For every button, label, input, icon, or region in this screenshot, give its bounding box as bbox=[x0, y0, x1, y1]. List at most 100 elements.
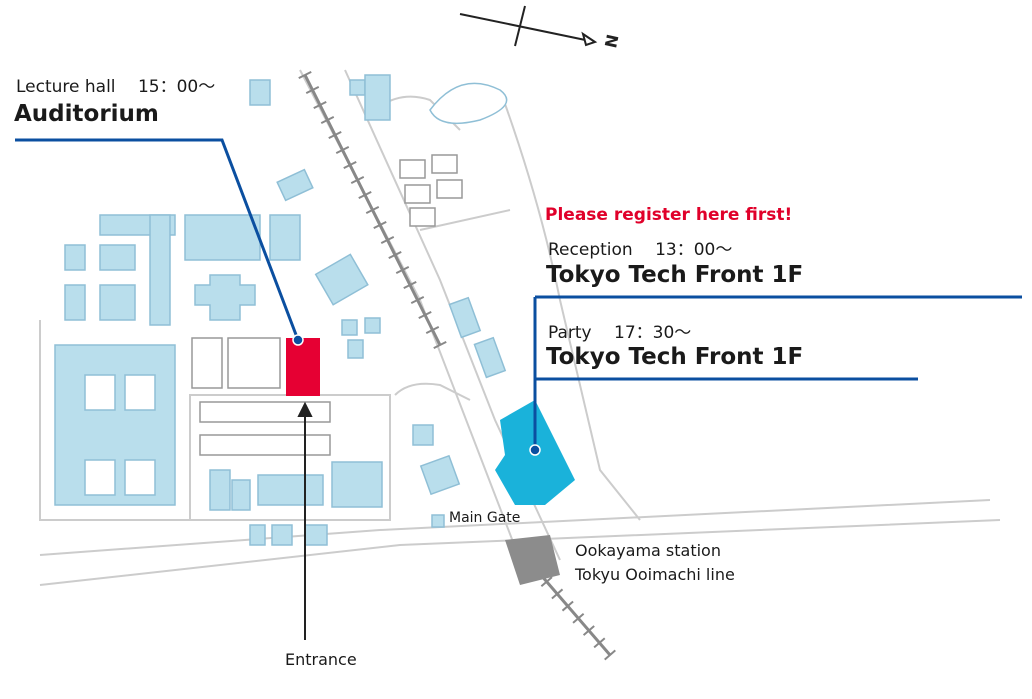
seating-block bbox=[191, 337, 223, 389]
building bbox=[419, 454, 461, 496]
roads bbox=[39, 69, 1001, 586]
railway-tie bbox=[313, 100, 327, 110]
railway-tie bbox=[350, 175, 365, 185]
railway-tie bbox=[551, 588, 564, 600]
railway-tie bbox=[335, 145, 350, 155]
building bbox=[64, 244, 86, 271]
building bbox=[341, 319, 358, 336]
station-name-label: Ookayama station bbox=[575, 541, 721, 560]
seating-block bbox=[199, 434, 331, 456]
building bbox=[347, 339, 364, 359]
compass-arrowhead bbox=[581, 31, 598, 47]
railway-tie bbox=[380, 235, 395, 245]
railway-tie bbox=[298, 70, 312, 80]
building bbox=[149, 214, 171, 326]
auditorium-name: Auditorium bbox=[14, 101, 159, 127]
building bbox=[209, 469, 231, 511]
railway-tie bbox=[425, 325, 440, 335]
reception-time-label: Reception 13：00～ bbox=[548, 240, 733, 260]
building bbox=[249, 524, 266, 546]
building bbox=[473, 336, 507, 379]
building bbox=[257, 474, 324, 506]
road-outline bbox=[39, 519, 1001, 586]
building bbox=[99, 244, 136, 271]
building bbox=[304, 524, 328, 546]
court bbox=[436, 179, 463, 199]
railway-tie bbox=[365, 205, 380, 215]
railway-tie bbox=[305, 85, 320, 95]
auditorium-time-label: Lecture hall 15：00～ bbox=[16, 77, 216, 97]
building bbox=[269, 214, 301, 261]
railway-tie bbox=[373, 220, 387, 230]
seating-block bbox=[199, 401, 331, 423]
stadium-seating bbox=[191, 337, 331, 456]
building bbox=[448, 296, 482, 339]
building bbox=[271, 524, 293, 546]
auditorium-building bbox=[286, 338, 320, 396]
railway-tie bbox=[343, 160, 357, 170]
road-outline bbox=[39, 320, 190, 521]
building bbox=[64, 284, 86, 321]
entrance-arrow bbox=[297, 401, 313, 640]
entrance-label: Entrance bbox=[285, 650, 357, 669]
building bbox=[364, 317, 381, 334]
building bbox=[364, 74, 391, 121]
building bbox=[276, 168, 314, 202]
building bbox=[124, 374, 156, 411]
road-outline bbox=[394, 382, 471, 401]
seating-block bbox=[227, 337, 281, 389]
compass-north-label: N bbox=[601, 33, 622, 50]
building bbox=[349, 79, 366, 96]
railway-tie bbox=[358, 190, 372, 200]
court bbox=[404, 184, 431, 204]
railway-tie bbox=[604, 649, 616, 661]
reception-leader bbox=[533, 295, 1022, 448]
building bbox=[84, 459, 116, 496]
compass bbox=[459, 5, 598, 47]
court bbox=[431, 154, 458, 174]
railway-tie bbox=[418, 310, 432, 320]
tennis-courts bbox=[399, 154, 463, 227]
auditorium-dot bbox=[292, 334, 304, 346]
railway-tie bbox=[388, 250, 402, 260]
compass-axis bbox=[459, 13, 596, 43]
building bbox=[99, 284, 136, 321]
front-dot bbox=[529, 444, 541, 456]
reception-location: Tokyo Tech Front 1F bbox=[546, 262, 804, 288]
building bbox=[412, 424, 434, 446]
court bbox=[409, 207, 436, 227]
railway-tie bbox=[410, 295, 425, 305]
railway-tie bbox=[320, 115, 335, 125]
railway-tie bbox=[395, 265, 410, 275]
building bbox=[194, 274, 256, 321]
party-time-label: Party 17：30～ bbox=[548, 323, 692, 343]
railway-tie bbox=[572, 613, 585, 624]
road-outline bbox=[189, 394, 391, 521]
main-gate-box bbox=[431, 514, 445, 528]
railway-tie bbox=[433, 340, 447, 350]
building bbox=[249, 79, 271, 106]
entrance-arrow-head bbox=[297, 401, 313, 417]
building bbox=[84, 374, 116, 411]
leader-lines bbox=[15, 138, 1022, 448]
road-outline bbox=[39, 499, 991, 556]
court bbox=[399, 159, 426, 179]
railway-tie bbox=[561, 600, 574, 612]
railway-tie bbox=[403, 280, 417, 290]
party-location: Tokyo Tech Front 1F bbox=[546, 344, 804, 370]
railway-tie bbox=[328, 130, 342, 140]
railway-tie bbox=[593, 637, 606, 649]
register-notice: Please register here first! bbox=[545, 205, 793, 225]
building bbox=[124, 459, 156, 496]
building bbox=[331, 461, 383, 508]
pond bbox=[429, 82, 508, 125]
building bbox=[184, 214, 261, 261]
building bbox=[314, 253, 369, 306]
auditorium-leader bbox=[15, 138, 300, 341]
station-line-label: Tokyu Ooimachi line bbox=[575, 565, 735, 584]
building bbox=[231, 479, 251, 511]
main-gate-label: Main Gate bbox=[449, 510, 521, 526]
compass-cross bbox=[514, 5, 526, 47]
railway-tie bbox=[582, 625, 595, 636]
